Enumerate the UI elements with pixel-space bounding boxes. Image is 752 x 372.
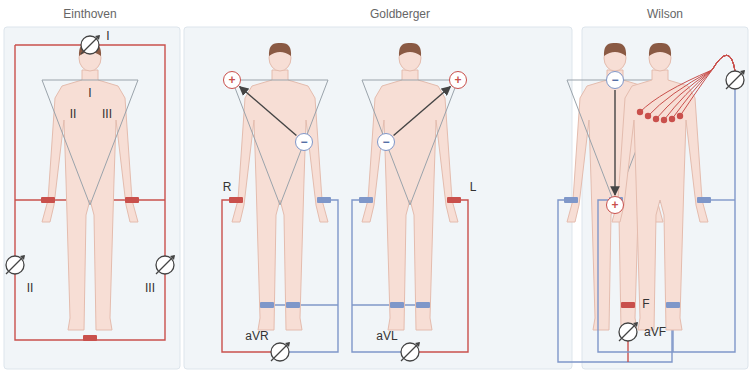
electrode (125, 197, 139, 203)
negative-pole: − (606, 71, 624, 89)
einthoven-triangle (362, 80, 458, 205)
wire (267, 304, 338, 305)
chest-electrode (645, 113, 651, 119)
voltmeter (81, 36, 99, 54)
einthoven-triangle (232, 80, 328, 205)
electrode (447, 197, 461, 203)
voltmeter-needle (156, 256, 174, 274)
lead-vector (240, 87, 297, 136)
wire (352, 304, 423, 305)
voltmeter-arrow (740, 70, 745, 75)
electrode (564, 197, 578, 203)
chest-lead-wire (640, 55, 735, 112)
electrode (41, 197, 55, 203)
voltmeter-arrow (95, 35, 100, 40)
positive-pole: + (223, 71, 241, 89)
human-body (612, 70, 708, 330)
electrode (229, 197, 243, 203)
chest-electrode (637, 109, 643, 115)
chest-electrode (661, 117, 667, 123)
voltmeter-arrow (20, 255, 25, 260)
lead-label: III (145, 282, 155, 294)
chest-lead-wire (664, 55, 735, 120)
voltmeter (6, 256, 24, 274)
lead-label: III (102, 108, 112, 120)
voltmeter-arrow (415, 342, 420, 347)
hair (649, 43, 671, 56)
electrode (416, 302, 430, 308)
electrode (260, 302, 274, 308)
human-body (42, 70, 138, 330)
panel-heading: Goldberger (370, 8, 430, 20)
positive-pole: + (449, 71, 467, 89)
lead-label: L (470, 181, 477, 193)
lead-label: R (223, 181, 232, 193)
pole-sign: − (382, 136, 389, 148)
electrode (666, 302, 680, 308)
lead-label: aVR (245, 330, 268, 342)
voltmeter (156, 256, 174, 274)
chest-lead-wire (656, 55, 735, 119)
pole-sign: − (300, 136, 307, 148)
chest-electrode (669, 116, 675, 122)
lead-label: I (106, 30, 109, 42)
lead-label: aVL (376, 330, 397, 342)
electrode (317, 197, 331, 203)
voltmeter-needle (271, 343, 289, 361)
pole-sign: + (454, 74, 461, 86)
lead-label: F (642, 298, 649, 310)
electrode (286, 302, 300, 308)
voltmeter-arrow (633, 322, 638, 327)
lead-label: II (27, 282, 34, 294)
hair (399, 43, 421, 56)
electrode (83, 335, 97, 341)
einthoven-triangle (42, 80, 138, 205)
pole-sign: + (611, 199, 618, 211)
panel-heading: Wilson (647, 8, 683, 20)
electrode (359, 197, 373, 203)
lead-vector (394, 87, 451, 136)
voltmeter (401, 343, 419, 361)
lead-label: I (88, 87, 91, 99)
hair (269, 43, 291, 56)
negative-pole: − (377, 133, 395, 151)
chest-lead-wire (672, 55, 735, 119)
chest-electrode (677, 113, 683, 119)
lead-vector (614, 90, 615, 195)
wire (15, 45, 165, 340)
panel-heading: Einthoven (63, 8, 116, 20)
panel (4, 27, 180, 369)
voltmeter-arrow (170, 255, 175, 260)
voltmeter-needle (619, 323, 637, 341)
electrode (697, 197, 711, 203)
voltmeter (271, 343, 289, 361)
panel (184, 27, 572, 369)
voltmeter-needle (401, 343, 419, 361)
hair (604, 43, 626, 56)
voltmeter-arrow (285, 342, 290, 347)
voltmeter-needle (81, 36, 99, 54)
voltmeter-needle (6, 256, 24, 274)
chest-electrode (653, 116, 659, 122)
pole-sign: − (611, 74, 618, 86)
pole-sign: + (228, 74, 235, 86)
lead-label: II (70, 108, 77, 120)
negative-pole: − (295, 133, 313, 151)
electrode (390, 302, 404, 308)
positive-pole: + (606, 196, 624, 214)
voltmeter (726, 71, 744, 89)
lead-label: aVF (644, 326, 666, 338)
voltmeter-needle (726, 71, 744, 89)
voltmeter (619, 323, 637, 341)
electrode (621, 302, 635, 308)
human-body (232, 70, 328, 330)
chest-lead-wire (680, 55, 735, 116)
human-body (362, 70, 458, 330)
